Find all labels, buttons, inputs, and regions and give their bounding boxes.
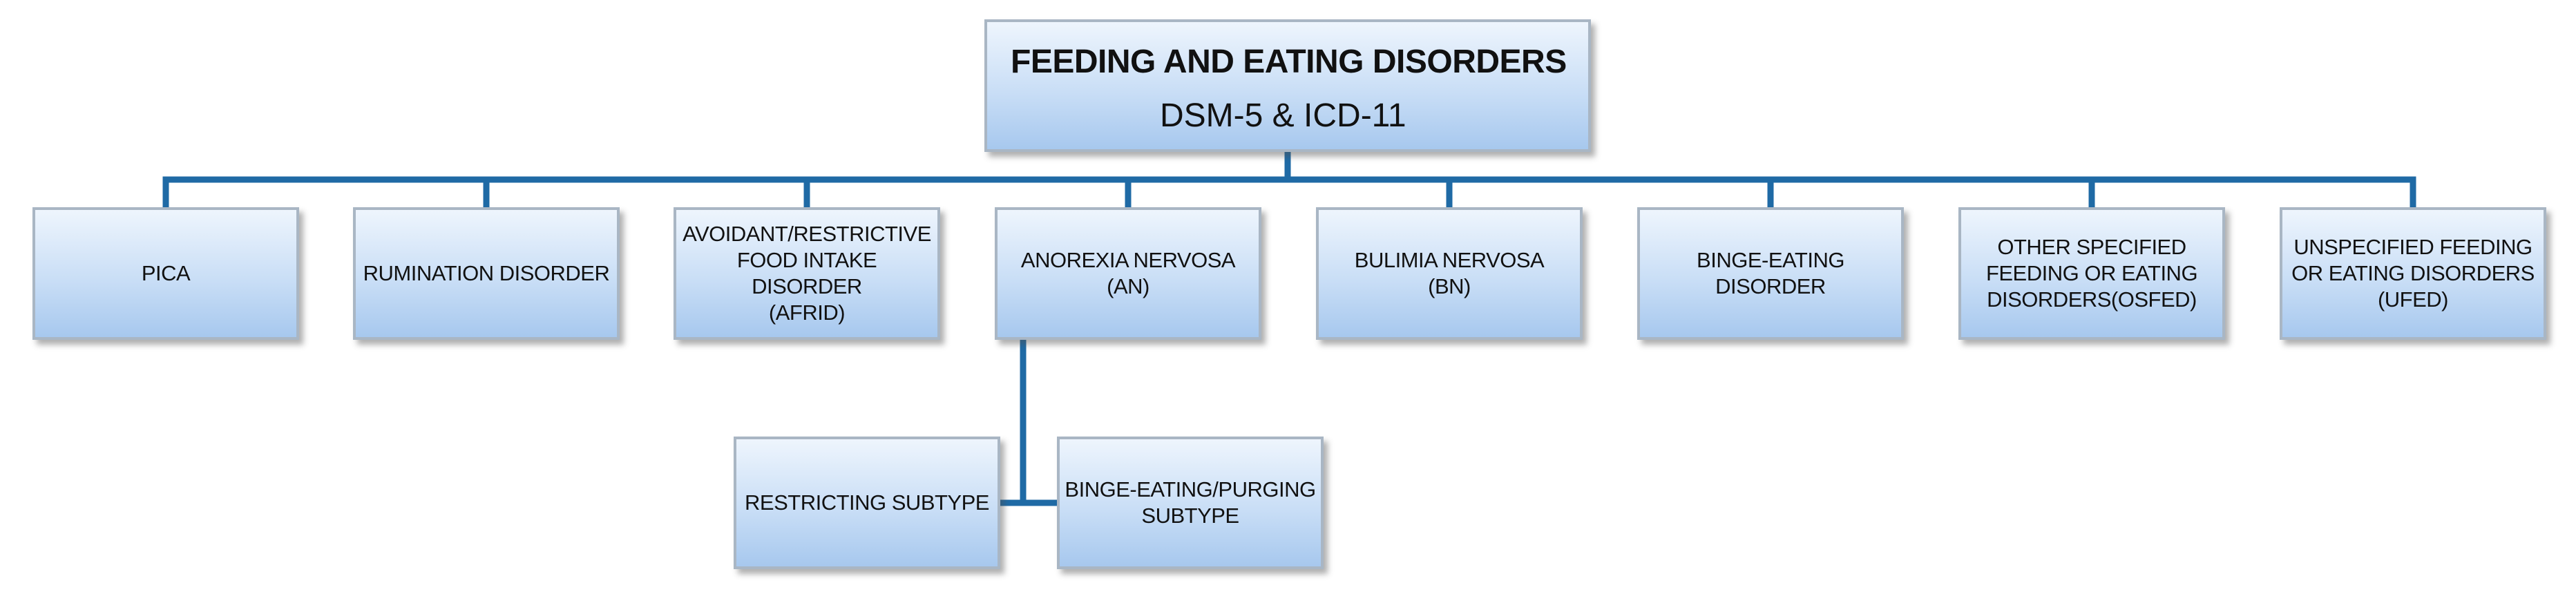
category-node-rumination-disorder: RUMINATION DISORDER: [353, 207, 620, 340]
root-subtitle: DSM-5 & ICD-11: [1160, 97, 1406, 134]
category-label: OTHER SPECIFIED FEEDING OR EATING DISORD…: [1985, 235, 2198, 312]
category-label: UNSPECIFIED FEEDING OR EATING DISORDERS …: [2291, 235, 2535, 312]
category-label: AVOIDANT/RESTRICTIVE FOOD INTAKE DISORDE…: [683, 222, 931, 325]
category-node-arfid: AVOIDANT/RESTRICTIVE FOOD INTAKE DISORDE…: [674, 207, 940, 340]
category-node-pica: PICA: [32, 207, 299, 340]
category-label: RUMINATION DISORDER: [363, 261, 610, 285]
category-label: ANOREXIA NERVOSA (AN): [1020, 248, 1236, 298]
root-node: FEEDING AND EATING DISORDERS DSM-5 & ICD…: [984, 19, 1591, 152]
category-label: PICA: [141, 261, 191, 285]
subtype-label: RESTRICTING SUBTYPE: [745, 490, 989, 515]
category-label: BULIMIA NERVOSA (BN): [1354, 248, 1545, 298]
category-node-ufed: UNSPECIFIED FEEDING OR EATING DISORDERS …: [2280, 207, 2546, 340]
subtype-node-binge-eating-purging: BINGE-EATING/PURGING SUBTYPE: [1057, 437, 1324, 569]
category-node-anorexia-nervosa: ANOREXIA NERVOSA (AN): [995, 207, 1261, 340]
root-title: FEEDING AND EATING DISORDERS: [1011, 44, 1567, 80]
subtype-label: BINGE-EATING/PURGING SUBTYPE: [1065, 477, 1316, 528]
category-node-osfed: OTHER SPECIFIED FEEDING OR EATING DISORD…: [1958, 207, 2225, 340]
category-node-bulimia-nervosa: BULIMIA NERVOSA (BN): [1316, 207, 1583, 340]
subtype-node-restricting: RESTRICTING SUBTYPE: [734, 437, 1000, 569]
category-label: BINGE-EATING DISORDER: [1697, 248, 1844, 298]
category-node-binge-eating-disorder: BINGE-EATING DISORDER: [1637, 207, 1904, 340]
